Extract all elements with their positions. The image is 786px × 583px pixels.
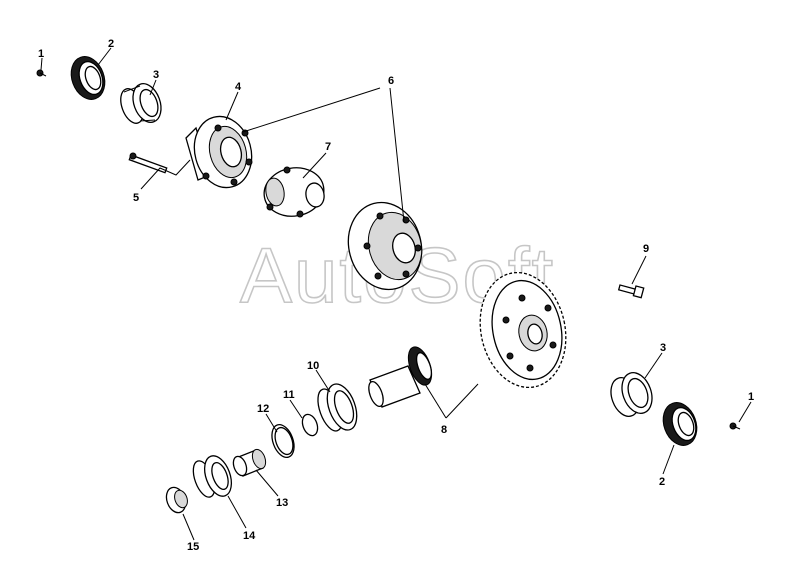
part-11-ring [301, 413, 319, 437]
leader-lines [40, 47, 752, 541]
part-3-bearing-right [610, 372, 653, 417]
callout-1-left: 1 [38, 48, 44, 60]
callout-12: 12 [257, 403, 269, 415]
callout-3-right: 3 [660, 342, 666, 354]
part-3-bearing-left [120, 83, 162, 124]
callout-3-left: 3 [153, 69, 159, 81]
part-10-bearing [317, 383, 358, 432]
part-2-adjust-ring-left [70, 56, 106, 100]
part-6-diff-case-flange [347, 201, 423, 291]
callout-9: 9 [643, 243, 649, 255]
callout-13: 13 [276, 497, 288, 509]
callout-11: 11 [283, 389, 295, 401]
callout-7: 7 [325, 141, 331, 153]
callout-10: 10 [307, 360, 319, 372]
callout-1-right: 1 [748, 391, 754, 403]
callout-2-right: 2 [659, 476, 665, 488]
part-1-screw-right [729, 422, 741, 430]
part-9-bolt [617, 284, 645, 299]
part-7-spider-gears [263, 166, 325, 218]
part-15-nut [165, 486, 188, 514]
callout-5: 5 [133, 192, 139, 204]
part-13-spacer [232, 448, 267, 477]
part-8-pinion-shaft [368, 346, 433, 408]
part-2-adjust-ring-right [662, 402, 698, 446]
part-5-pin [128, 152, 168, 174]
part-1-screw-left [36, 69, 47, 77]
part-12-shim [271, 424, 295, 458]
callout-14: 14 [243, 530, 256, 542]
callout-6: 6 [388, 75, 394, 87]
part-14-bearing [192, 455, 233, 498]
callout-2-left: 2 [108, 38, 114, 50]
callout-8: 8 [441, 424, 447, 436]
callout-15: 15 [187, 541, 199, 553]
part-4-diff-case [185, 115, 253, 189]
part-8-ring-gear [479, 271, 567, 389]
callout-4: 4 [235, 81, 242, 93]
